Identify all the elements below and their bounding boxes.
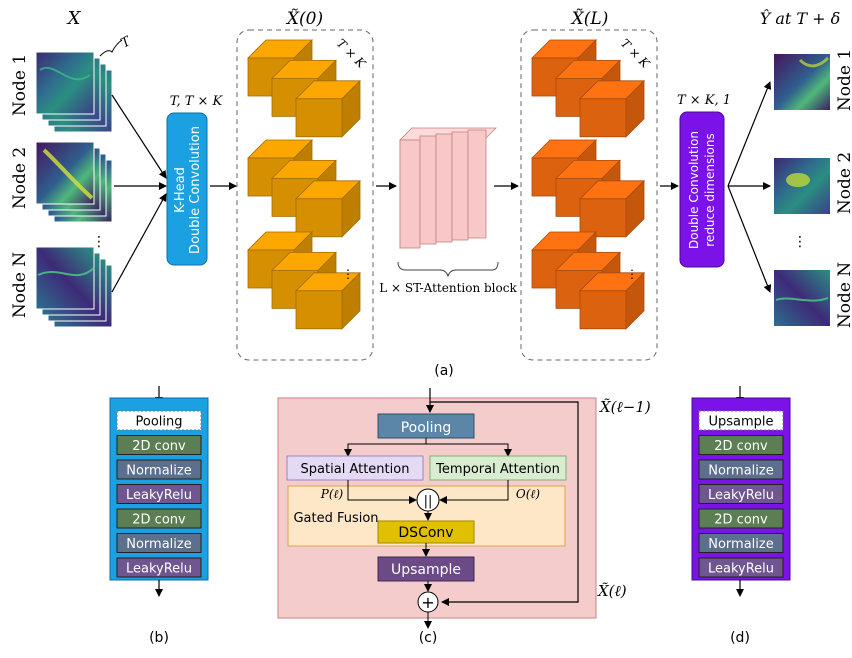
arrow-node1-khead bbox=[111, 94, 167, 179]
output-double-conv-block bbox=[679, 111, 725, 268]
layer-label: 2D conv bbox=[132, 513, 186, 528]
node-2-heatmap-stack bbox=[35, 141, 113, 223]
output-node-n-label: Node N bbox=[835, 262, 852, 328]
khead-line1: K-Head bbox=[173, 167, 188, 213]
out-dims-label: T × K, 1 bbox=[677, 93, 731, 108]
layer-label: LeakyRelu bbox=[708, 562, 774, 577]
node-2-label: Node 2 bbox=[10, 147, 30, 209]
layer-2d-conv: 2D conv bbox=[116, 508, 202, 529]
output-node-1-label: Node 1 bbox=[835, 49, 852, 111]
x0-cube-stacks bbox=[247, 39, 361, 330]
c-x-prev-label: X̃(ℓ−1) bbox=[599, 398, 651, 416]
xl-container bbox=[520, 29, 658, 361]
layer-label: LeakyRelu bbox=[708, 488, 774, 503]
layer-normalize: Normalize bbox=[116, 459, 202, 480]
node-1-heatmap-stack bbox=[35, 51, 113, 133]
c-p-label: P(ℓ) bbox=[320, 487, 344, 501]
st-attention-stack bbox=[399, 127, 497, 249]
layer-leakyrelu: LeakyRelu bbox=[698, 484, 784, 504]
c-upsample-block bbox=[377, 556, 475, 582]
c-temporal-label: Temporal Attention bbox=[435, 462, 560, 477]
node-1-label: Node 1 bbox=[10, 54, 30, 116]
out-line2: reduce dimensions bbox=[703, 133, 717, 246]
layer-leakyrelu: LeakyRelu bbox=[116, 557, 202, 578]
node-ellipsis: ⋮ bbox=[92, 234, 106, 250]
c-x-cur-label: X̃(ℓ) bbox=[597, 582, 627, 600]
layer-label: Normalize bbox=[126, 464, 191, 479]
node-n-label: Node N bbox=[10, 252, 30, 318]
arrow-out-noden bbox=[727, 185, 772, 293]
layer-label: 2D conv bbox=[714, 513, 768, 528]
caption-a: (a) bbox=[434, 363, 454, 379]
c-temporal-attention-block bbox=[429, 455, 567, 481]
layer-label: 2D conv bbox=[714, 439, 768, 454]
caption-d: (d) bbox=[730, 630, 750, 646]
khead-line2: Double Convolution bbox=[188, 126, 203, 254]
c-dsconv-label: DSConv bbox=[398, 525, 453, 541]
arrow-out-node1 bbox=[727, 81, 772, 187]
c-spatial-label: Spatial Attention bbox=[301, 462, 410, 477]
layer-normalize: Normalize bbox=[698, 459, 784, 480]
input-x-label: X bbox=[66, 8, 82, 29]
layer-leakyrelu: LeakyRelu bbox=[698, 557, 784, 578]
layer-leakyrelu: LeakyRelu bbox=[116, 484, 202, 504]
node-n-heatmap-stack bbox=[35, 246, 113, 328]
layer-normalize: Normalize bbox=[116, 533, 202, 553]
c-upsample-label: Upsample bbox=[391, 562, 461, 578]
x0-cube-ellipsis: ⋮ bbox=[342, 267, 354, 281]
layer-2d-conv: 2D conv bbox=[116, 435, 202, 455]
layer-label: Upsample bbox=[708, 415, 773, 430]
layer-pooling: Pooling bbox=[116, 410, 202, 431]
cube bbox=[295, 271, 361, 330]
layer-upsample: Upsample bbox=[698, 410, 784, 431]
c-plus-symbol: + bbox=[421, 593, 434, 612]
xl-depth-label: T × K bbox=[618, 36, 653, 71]
xl-cube-stacks bbox=[531, 39, 645, 330]
yhat-label: Ŷ at T + δ bbox=[760, 8, 841, 28]
layer-label: Normalize bbox=[126, 537, 191, 552]
c-o-label: O(ℓ) bbox=[516, 487, 541, 501]
st-block-label: L × ST-Attention block bbox=[379, 281, 517, 295]
c-pooling-block bbox=[377, 413, 475, 439]
c-gated-fusion-label: Gated Fusion bbox=[293, 511, 378, 526]
layer-label: LeakyRelu bbox=[126, 562, 192, 577]
layer-label: LeakyRelu bbox=[126, 488, 192, 503]
out-line1: Double Convolution bbox=[687, 131, 701, 249]
layer-2d-conv: 2D conv bbox=[698, 435, 784, 455]
cube bbox=[579, 79, 645, 138]
output-node-2-label: Node 2 bbox=[835, 152, 852, 214]
caption-c: (c) bbox=[419, 630, 438, 646]
st-brace bbox=[397, 261, 499, 278]
layer-label: Normalize bbox=[708, 537, 773, 552]
x0-label: X̃(0) bbox=[285, 9, 323, 29]
layer-2d-conv: 2D conv bbox=[698, 508, 784, 529]
c-skip-connection bbox=[430, 401, 579, 606]
layer-normalize: Normalize bbox=[698, 533, 784, 553]
arrow-noden-khead bbox=[111, 193, 167, 293]
x0-container bbox=[236, 29, 374, 361]
xl-cube-ellipsis: ⋮ bbox=[626, 267, 638, 281]
khead-dims-label: T, T × K bbox=[170, 94, 224, 109]
layer-label: Normalize bbox=[708, 464, 773, 479]
khead-double-conv-block bbox=[166, 112, 208, 266]
t-brace bbox=[99, 39, 123, 57]
xl-label: X̃(L) bbox=[570, 9, 609, 29]
cube bbox=[295, 179, 361, 238]
cube bbox=[295, 79, 361, 138]
cube bbox=[579, 179, 645, 238]
output-ellipsis: ⋮ bbox=[793, 234, 807, 250]
c-concat-symbol: || bbox=[424, 494, 433, 509]
caption-b: (b) bbox=[149, 630, 169, 646]
layer-label: 2D conv bbox=[132, 439, 186, 454]
layer-label: Pooling bbox=[136, 415, 183, 430]
x0-depth-label: T × K bbox=[334, 36, 369, 71]
t-brace-label: T bbox=[119, 33, 135, 51]
c-spatial-attention-block bbox=[286, 455, 424, 481]
cube bbox=[579, 271, 645, 330]
c-pooling-label: Pooling bbox=[401, 420, 452, 436]
